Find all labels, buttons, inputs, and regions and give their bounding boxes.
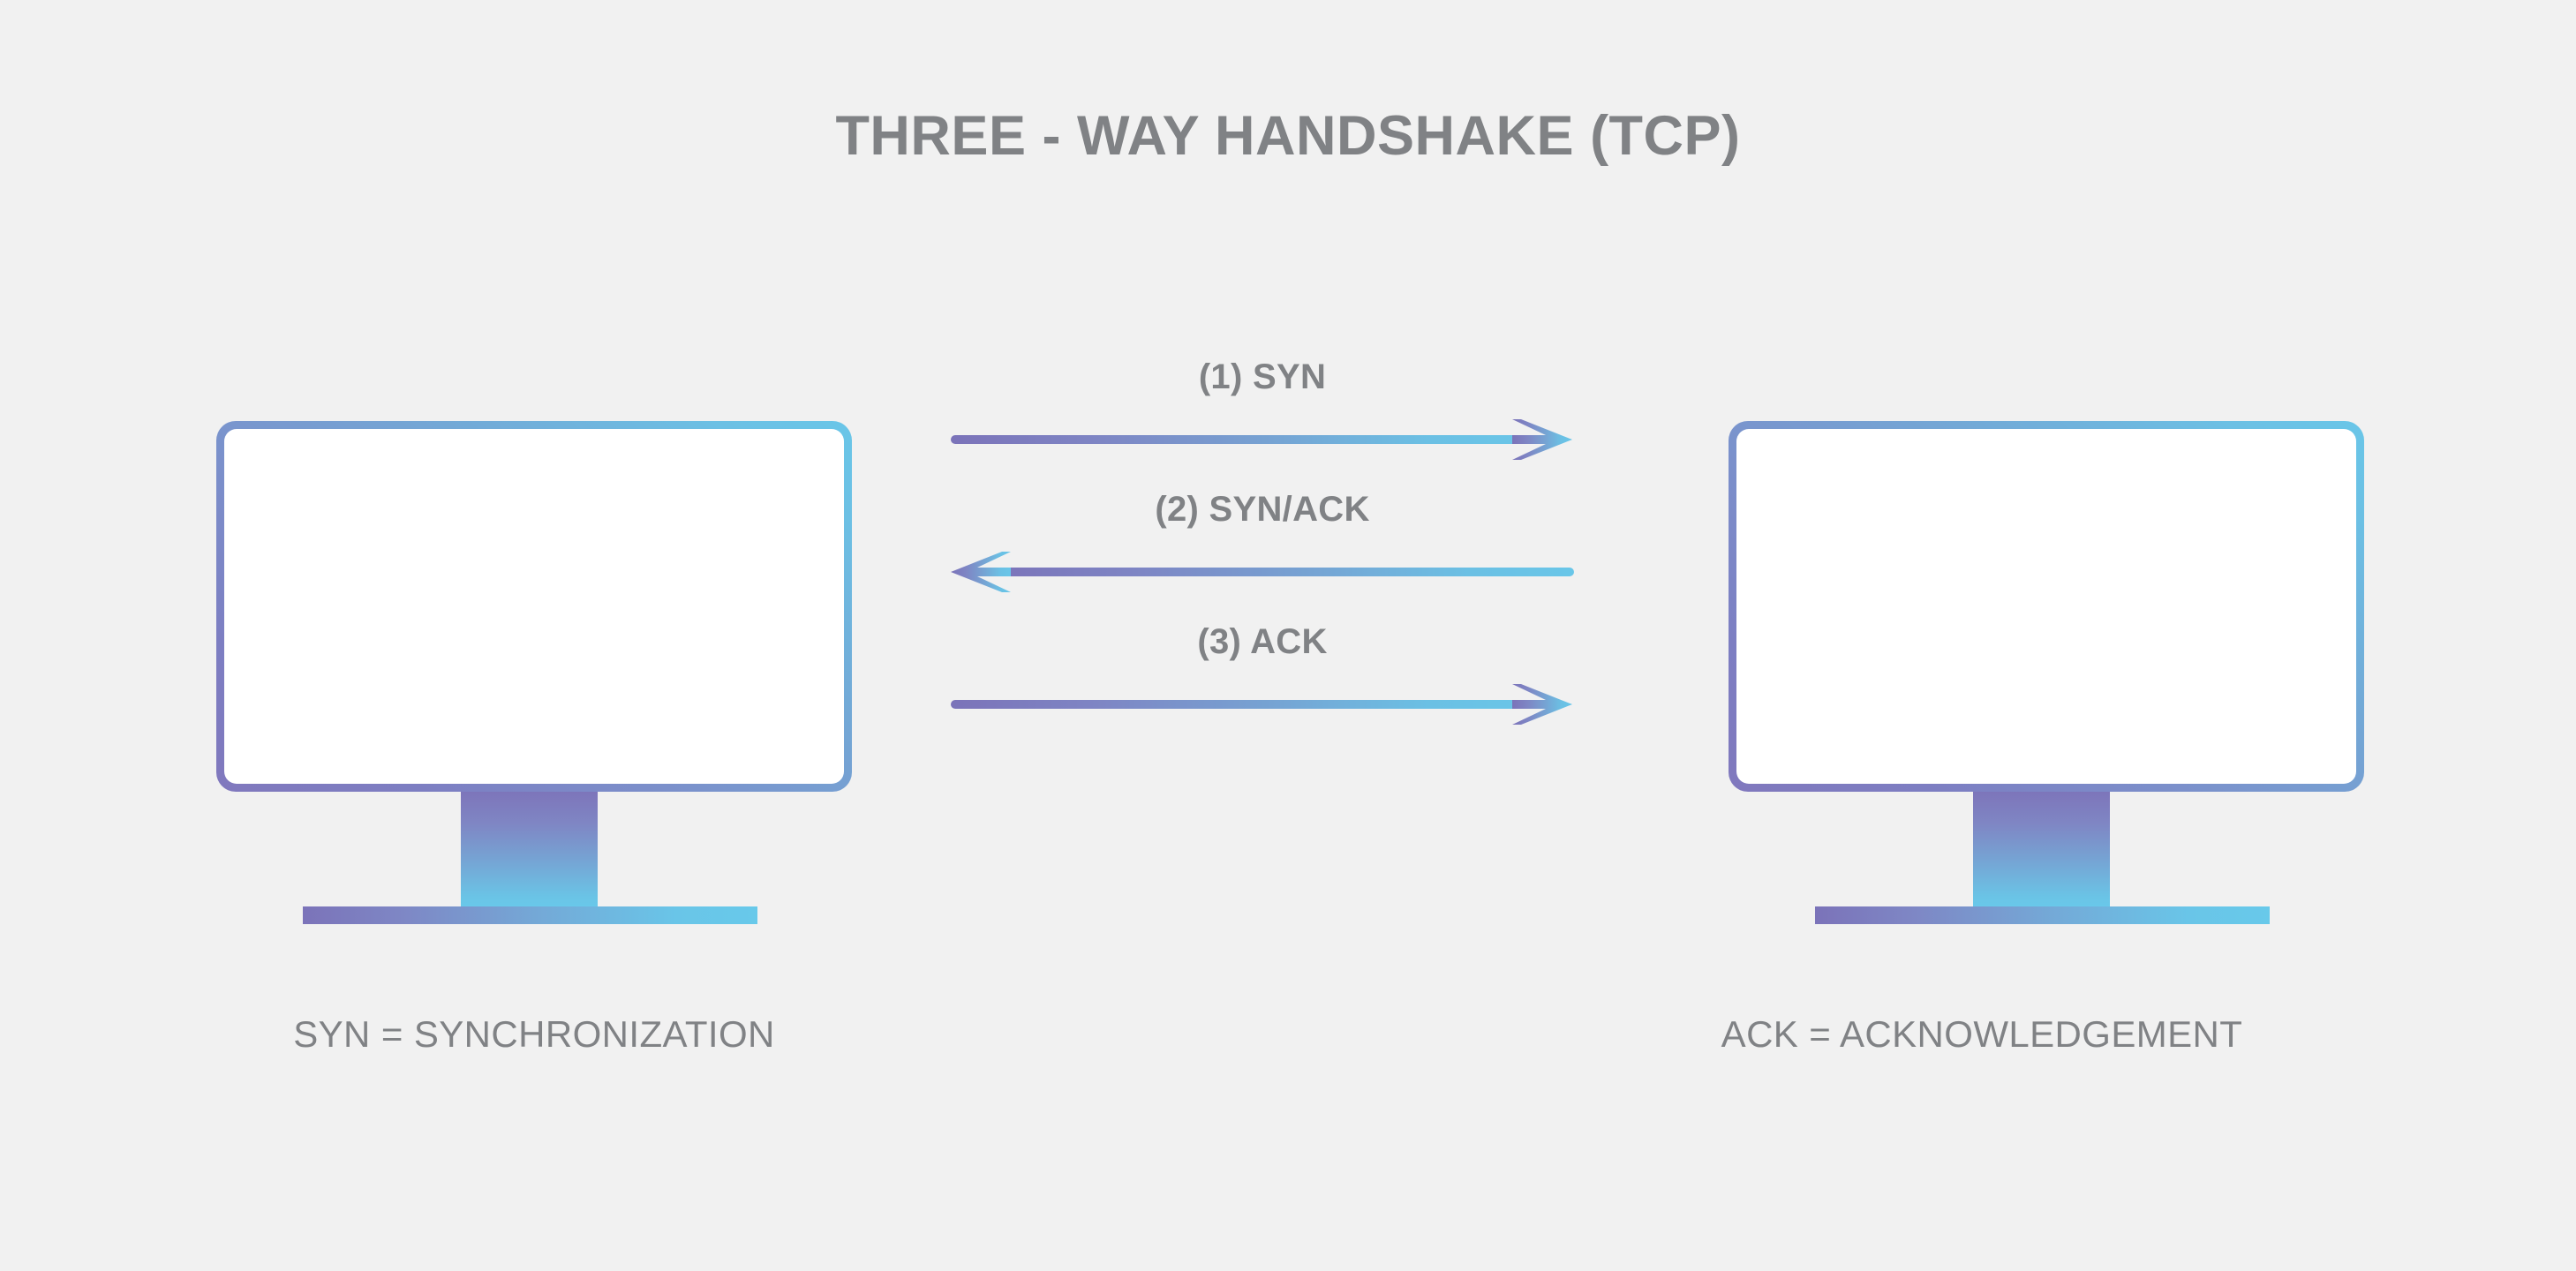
message-step-1-label: (1) SYN	[1198, 357, 1327, 396]
server-monitor-icon	[1729, 421, 2364, 968]
server-monitor-stand-base	[1815, 906, 2270, 924]
page-title: THREE - WAY HANDSHAKE (TCP)	[835, 105, 1741, 167]
arrow-right-icon	[951, 419, 1572, 460]
message-step-3-label: (3) ACK	[1197, 622, 1328, 661]
arrow-left-icon	[951, 552, 1574, 592]
server-monitor-screen	[1729, 421, 2364, 792]
message-step-3: (3) ACK	[949, 622, 1576, 755]
server-caption: ACK = ACKNOWLEDGEMENT	[1721, 1013, 2243, 1055]
message-step-1: (1) SYN	[949, 357, 1576, 490]
message-step-2: (2) SYN/ACK	[949, 490, 1576, 622]
client-monitor-stand-base	[303, 906, 757, 924]
message-step-2-label: (2) SYN/ACK	[1155, 490, 1370, 529]
client-monitor-icon	[216, 421, 852, 968]
client-monitor-screen	[216, 421, 852, 792]
client-monitor-screen-surface	[224, 429, 844, 784]
client-monitor-stand-neck	[461, 792, 598, 906]
server-monitor-screen-surface	[1736, 429, 2356, 784]
client-caption: SYN = SYNCHRONIZATION	[293, 1013, 775, 1055]
server-monitor-stand-neck	[1973, 792, 2110, 906]
arrow-right-icon	[951, 684, 1572, 725]
